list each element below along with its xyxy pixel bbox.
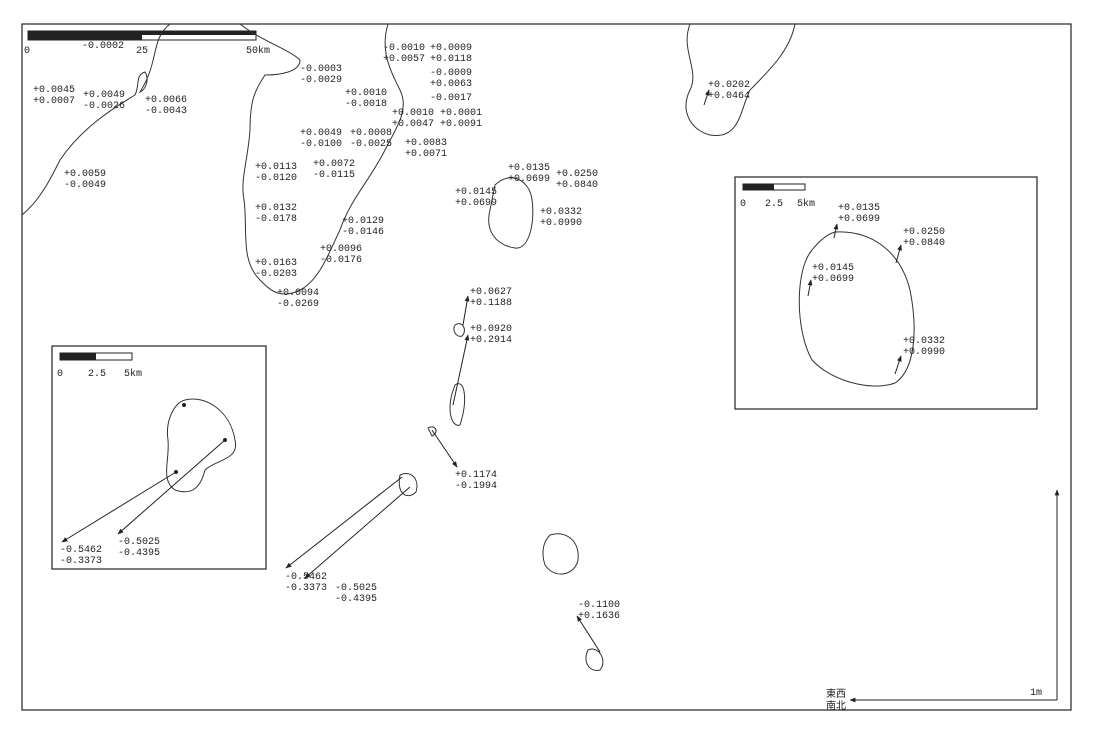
vector-value-label: +0.0009 [430, 43, 472, 54]
vector-value-label: +0.0920 [470, 324, 512, 335]
coastlines [21, 23, 796, 671]
vector-value-label: +0.0113 [255, 162, 297, 173]
vector-value-label: -0.0026 [83, 101, 125, 112]
vector-value-label: -0.0178 [255, 214, 297, 225]
vector-value-label: +0.0072 [313, 159, 355, 170]
vector-value-label: +0.0464 [708, 91, 750, 102]
vector-value-label: +0.0091 [440, 119, 482, 130]
scale-tick: 50km [246, 45, 270, 57]
vector-value-label: -0.0146 [342, 227, 384, 238]
vector-value-label: -0.0010 [383, 43, 425, 54]
scale-tick: 0 [740, 199, 746, 210]
map-frame [21, 23, 1072, 711]
vector-value-label: +0.0840 [903, 238, 945, 249]
vector-value-label: +0.0071 [405, 149, 447, 160]
legend-ew: 東西 [826, 687, 846, 701]
main-labels: -0.0002+0.0045+0.0007+0.0049-0.0026+0.00… [33, 41, 750, 622]
left-inset: 0 2.5 5km -0.5462-0.3373 -0.5025-0.4395 [51, 345, 267, 570]
vector-value-label: +0.0047 [392, 119, 434, 130]
vector-value-label: -0.0269 [277, 299, 319, 310]
vector-value-label: +0.0066 [145, 95, 187, 106]
vector-value-label: -0.3373 [285, 583, 327, 594]
vector-value-label: +0.0010 [345, 88, 387, 99]
vector-value-label: +0.0057 [383, 54, 425, 65]
vector-value-label: +0.0096 [320, 244, 362, 255]
vector-value-label: +0.0699 [455, 198, 497, 209]
vector-value-label: +0.0145 [455, 187, 497, 198]
vector-value-label: +0.2914 [470, 335, 512, 346]
main-scale-bar: 0 25 50km [24, 30, 270, 57]
vector-value-label: -0.0176 [320, 255, 362, 266]
vector-value-label: -0.0002 [82, 41, 124, 52]
vector-value-label: +0.0063 [430, 79, 472, 90]
vector-value-label: +0.0045 [33, 85, 75, 96]
vector-value-label: +0.0094 [277, 288, 319, 299]
vector-value-label: +0.0010 [392, 108, 434, 119]
scale-tick: 0 [24, 46, 30, 57]
vector-value-label: +0.0049 [83, 90, 125, 101]
scale-tick: 2.5 [765, 199, 783, 210]
vector-value-label: +0.0250 [556, 169, 598, 180]
vector-value-label: -0.0018 [345, 99, 387, 110]
vector-value-label: +0.0135 [838, 203, 880, 214]
vector-value-label: -0.0029 [300, 75, 342, 86]
vector-value-label: -0.0120 [255, 173, 297, 184]
vector-value-label: +0.0627 [470, 287, 512, 298]
vector-value-label: -0.0043 [145, 106, 187, 117]
vector-value-label: +0.0129 [342, 216, 384, 227]
vector-value-label: +0.0083 [405, 138, 447, 149]
vector-value-label: -0.5025 [118, 537, 160, 548]
vector-value-label: +0.0699 [812, 274, 854, 285]
scale-tick: 2.5 [88, 369, 106, 380]
vector-value-label: -0.5025 [335, 583, 377, 594]
vector-value-label: -0.0115 [313, 170, 355, 181]
vector-value-label: -0.4395 [118, 548, 160, 559]
vector-value-label: -0.3373 [60, 556, 102, 567]
vector-value-label: +0.1188 [470, 298, 512, 309]
vector-value-label: -0.0017 [430, 93, 472, 104]
vector-value-label: +0.0990 [540, 218, 582, 229]
vector-value-label: -0.1100 [578, 600, 620, 611]
vector-value-label: +0.0132 [255, 203, 297, 214]
vector-value-label: +0.0008 [350, 128, 392, 139]
right-inset: 0 2.5 5km +0.0135+0.0699+0.0250+0.0840+0… [734, 176, 1038, 410]
vector-value-label: -0.0049 [64, 180, 106, 191]
vector-value-label: +0.0699 [508, 174, 550, 185]
vector-value-label: -0.0025 [350, 139, 392, 150]
vector-value-label: -0.0203 [255, 269, 297, 280]
vector-value-label: -0.5462 [60, 545, 102, 556]
vector-value-label: +0.0145 [812, 263, 854, 274]
vector-value-label: +0.0202 [708, 80, 750, 91]
scale-tick: 5km [124, 368, 142, 380]
scale-tick: 0 [57, 369, 63, 380]
vector-value-label: +0.0250 [903, 227, 945, 238]
vector-value-label: +0.1636 [578, 611, 620, 622]
vector-value-label: +0.0135 [508, 163, 550, 174]
vector-value-label: +0.0163 [255, 258, 297, 269]
legend-ns: 南北 [826, 699, 846, 713]
scale-tick: 5km [797, 198, 815, 210]
vector-value-label: +0.0049 [300, 128, 342, 139]
vector-value-label: +0.0001 [440, 108, 482, 119]
vector-value-label: -0.0100 [300, 139, 342, 150]
vector-value-label: -0.0009 [430, 68, 472, 79]
vector-value-label: -0.0003 [300, 64, 342, 75]
vector-value-label: +0.1174 [455, 470, 497, 481]
vector-value-label: +0.0332 [540, 207, 582, 218]
scale-tick: 25 [136, 46, 148, 57]
displacement-vectors [285, 89, 1060, 703]
vector-value-label: +0.0059 [64, 169, 106, 180]
legend-unit: 1m [1030, 688, 1042, 699]
vector-value-label: -0.4395 [335, 594, 377, 605]
vector-value-label: +0.0840 [556, 180, 598, 191]
vector-value-label: +0.0007 [33, 96, 75, 107]
vector-value-label: -0.5462 [285, 572, 327, 583]
vector-value-label: -0.1994 [455, 481, 497, 492]
vector-value-label: +0.0332 [903, 336, 945, 347]
vector-value-label: +0.0699 [838, 214, 880, 225]
vector-value-label: +0.0990 [903, 347, 945, 358]
vector-value-label: +0.0118 [430, 54, 472, 65]
